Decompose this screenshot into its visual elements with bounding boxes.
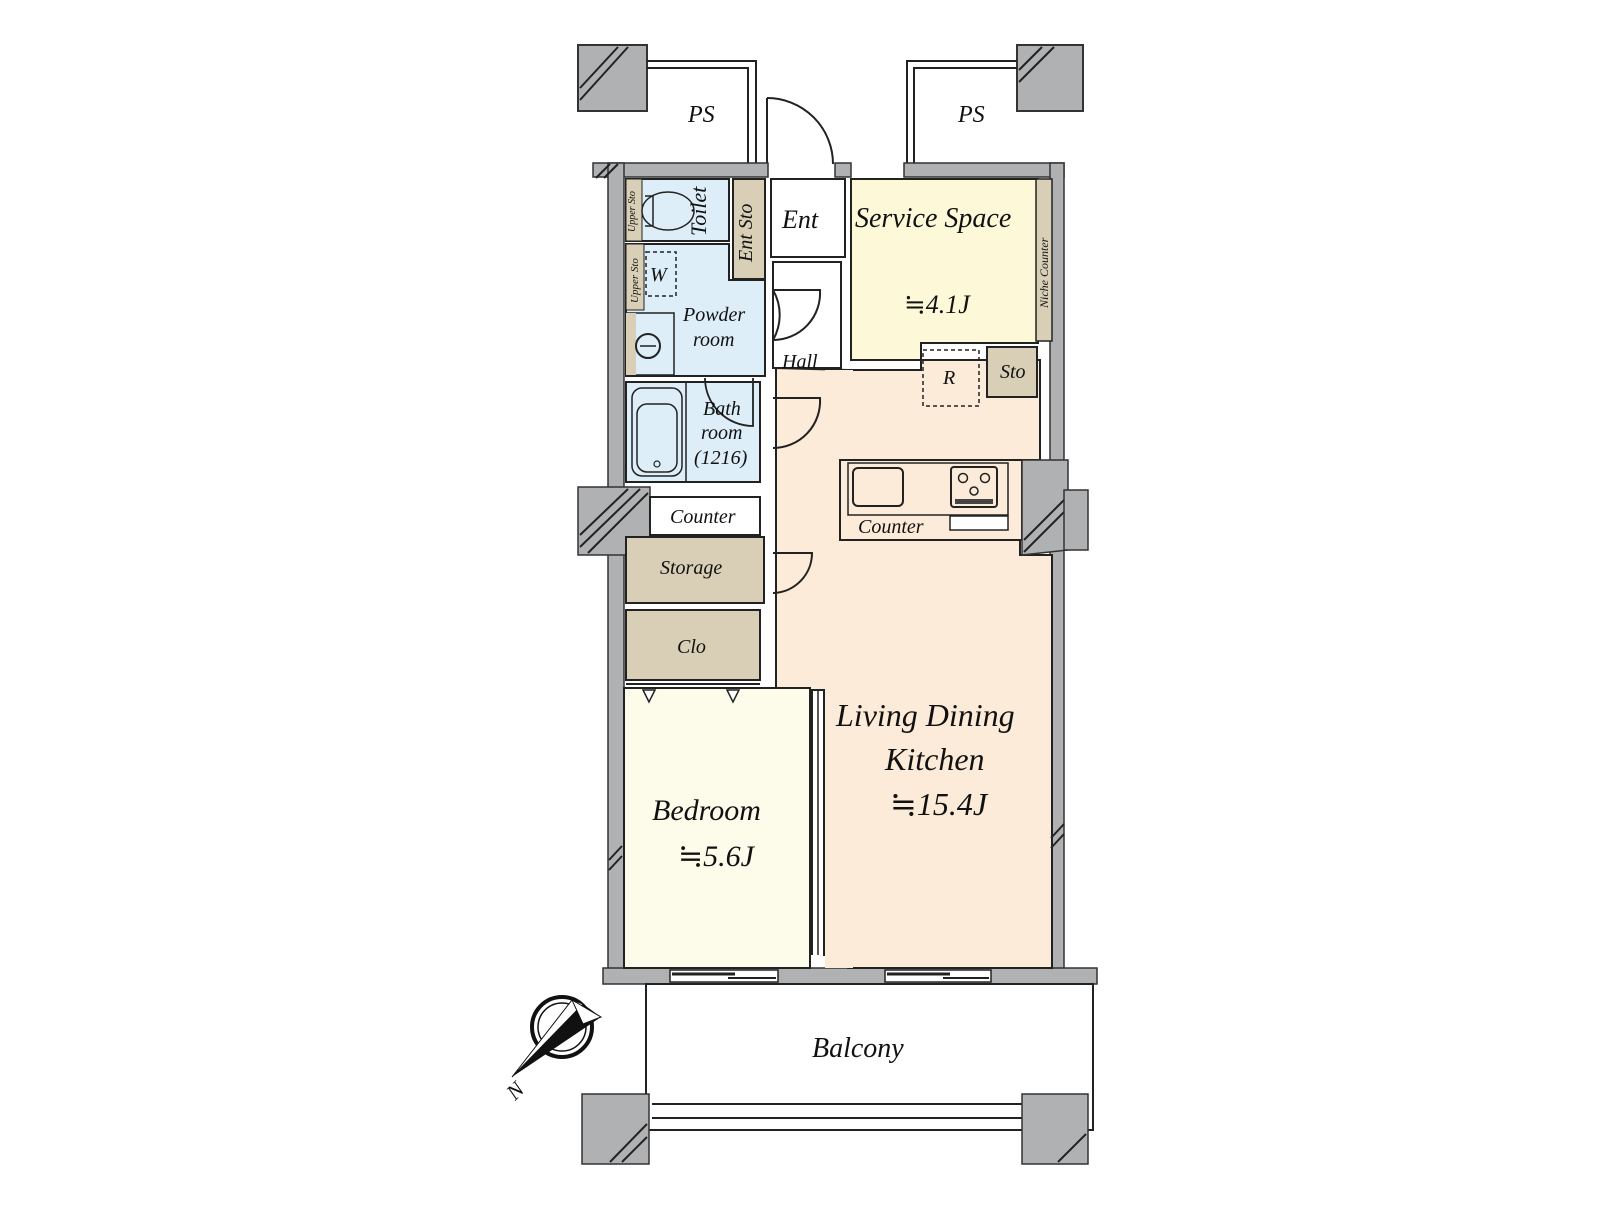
room-hall	[772, 261, 842, 369]
label-ps-left: PS	[688, 102, 715, 128]
stove-icon	[950, 466, 998, 508]
storage-sto	[986, 346, 1038, 398]
column-top-right	[1016, 44, 1084, 112]
column-bottom-left	[581, 1093, 650, 1165]
washer-space	[645, 251, 677, 297]
room-toilet	[625, 178, 730, 242]
label-entrance-storage: Ent Sto	[735, 203, 757, 262]
label-ldk-1: Living Dining	[836, 697, 1015, 733]
sink-icon	[852, 467, 904, 507]
label-bedroom-area: ≒5.6J	[678, 840, 754, 873]
counter-left	[649, 496, 761, 536]
kitchen-counter	[839, 459, 1023, 541]
label-service-space: Service Space	[855, 203, 1012, 234]
label-bathroom-2: room	[701, 422, 743, 444]
label-sto: Sto	[1000, 361, 1026, 383]
room-storage	[625, 536, 765, 604]
bathtub-icon	[631, 387, 683, 477]
label-balcony: Balcony	[812, 1033, 904, 1064]
refrigerator-space	[922, 349, 980, 407]
label-washer: W	[650, 264, 667, 286]
washbasin-icon	[635, 333, 661, 359]
label-powder-room-2: room	[693, 329, 735, 351]
north-compass-icon	[511, 995, 603, 1078]
label-niche-counter: Niche Counter	[1037, 237, 1051, 308]
niche-counter	[1035, 178, 1053, 342]
room-bathroom	[625, 381, 761, 483]
label-hall: Hall	[782, 351, 818, 373]
label-upper-storage-2: Upper Sto	[629, 258, 641, 303]
label-powder-room-1: Powder	[683, 304, 746, 326]
column-bottom-right	[1021, 1093, 1089, 1165]
label-closet: Clo	[677, 636, 706, 658]
label-bedroom: Bedroom	[652, 794, 761, 827]
column-right-mid	[1021, 459, 1089, 556]
room-closet	[625, 609, 761, 681]
label-kitchen-counter: Counter	[858, 516, 924, 538]
label-entrance: Ent	[782, 205, 819, 234]
balcony-area	[645, 983, 1094, 1131]
label-ldk-area: ≒15.4J	[890, 786, 988, 822]
label-upper-storage-1: Upper Sto	[627, 191, 638, 232]
toilet-icon	[645, 195, 654, 227]
label-toilet: Toilet	[686, 186, 711, 236]
room-bedroom	[623, 687, 811, 969]
label-service-space-area: ≒4.1J	[904, 290, 970, 319]
label-ps-right: PS	[958, 102, 985, 128]
label-bathroom-1: Bath	[703, 398, 741, 420]
label-refrigerator: R	[943, 367, 956, 389]
label-storage: Storage	[660, 557, 723, 579]
label-ldk-2: Kitchen	[885, 741, 985, 777]
label-counter-left: Counter	[670, 506, 736, 528]
column-top-left	[577, 44, 648, 112]
room-entrance	[770, 178, 846, 258]
label-bathroom-3: (1216)	[694, 447, 748, 469]
